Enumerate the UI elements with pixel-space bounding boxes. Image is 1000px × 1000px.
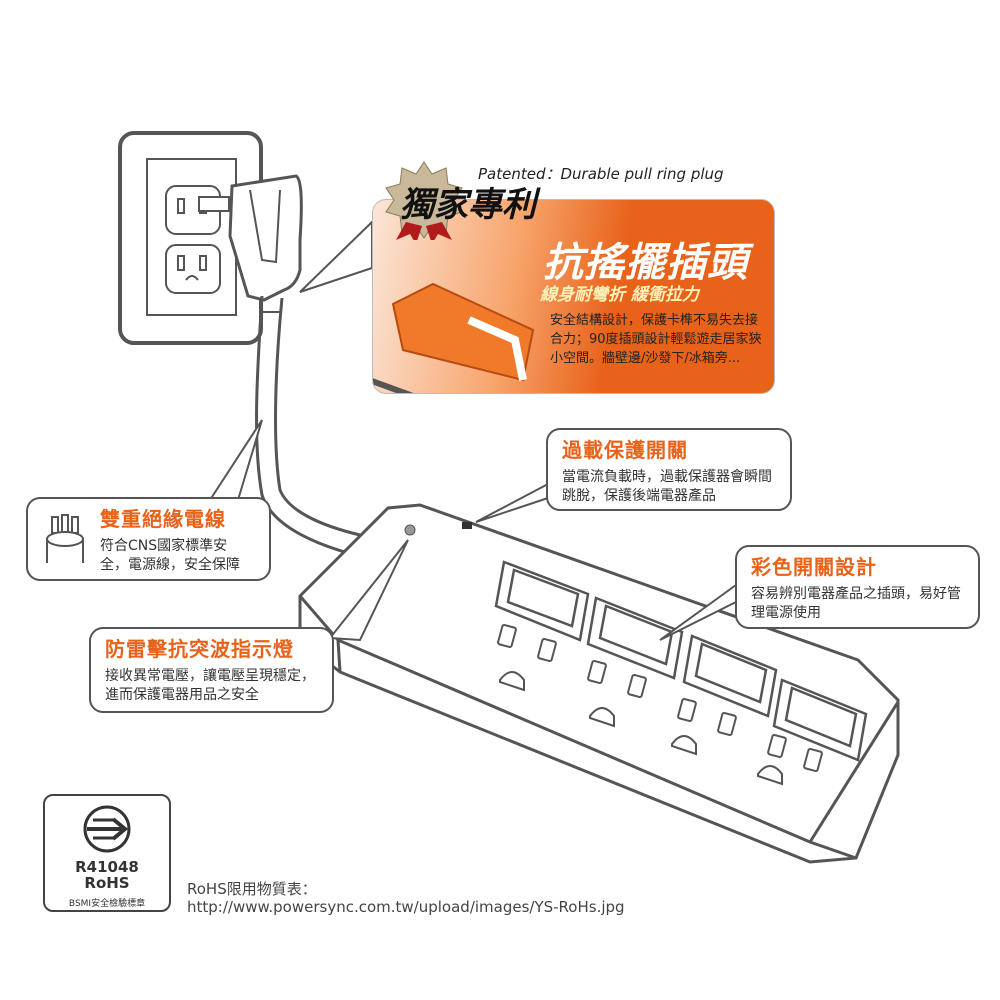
cable-text: 符合CNS國家標準安全，電源線，安全保障 xyxy=(100,538,240,573)
surge-text: 接收異常電壓，讓電壓呈現穩定，進而保護電器用品之安全 xyxy=(105,668,315,703)
bsmi-certification-mark: R41048 RoHS BSMI安全檢驗標章 xyxy=(43,794,171,912)
switch-callout: 彩色開關設計 容易辨別電器產品之插頭，易好管理電源使用 xyxy=(735,545,980,629)
overload-text: 當電流負載時，過載保護器會瞬間跳脫，保護後端電器產品 xyxy=(562,469,772,504)
power-strip-icon xyxy=(298,503,900,864)
overload-title: 過載保護開關 xyxy=(562,438,688,462)
patent-body: 安全結構設計，保護卡榫不易失去接合力；90度插頭設計輕鬆遊走居家狹小空間。牆壁邊… xyxy=(550,313,762,366)
patent-subtitle: 線身耐彎折 緩衝拉力 xyxy=(540,285,699,305)
orange-plug-icon xyxy=(373,282,535,393)
wall-outlet-icon xyxy=(118,131,263,345)
patent-label: Patented：Durable pull ring plug xyxy=(478,165,724,183)
rohs-mark: RoHS xyxy=(84,874,130,892)
rohs-line1: RoHS限用物質表： xyxy=(187,880,317,898)
switch-text: 容易辨別電器產品之插頭，易好管理電源使用 xyxy=(751,586,961,621)
cable-title: 雙重絕緣電線 xyxy=(100,507,226,531)
cable-icon xyxy=(255,295,361,557)
rohs-code: R41048 xyxy=(75,858,139,876)
cable-callout: 雙重絕緣電線 符合CNS國家標準安全，電源線，安全保障 xyxy=(26,497,271,581)
overload-callout: 過載保護開關 當電流負載時，過載保護器會瞬間跳脫，保護後端電器產品 xyxy=(546,428,792,511)
switch-title: 彩色開關設計 xyxy=(751,555,877,579)
rohs-info: RoHS限用物質表： http://www.powersync.com.tw/u… xyxy=(187,880,625,916)
rohs-link[interactable]: http://www.powersync.com.tw/upload/image… xyxy=(187,898,625,916)
certification-icon xyxy=(83,805,131,853)
rohs-caption: BSMI安全檢驗標章 xyxy=(68,899,146,909)
patent-title: 抗搖擺插頭 xyxy=(543,240,748,286)
surge-title: 防雷擊抗突波指示燈 xyxy=(105,637,294,661)
surge-callout: 防雷擊抗突波指示燈 接收異常電壓，讓電壓呈現穩定，進而保護電器用品之安全 xyxy=(89,627,334,713)
patent-badge-text: 獨家專利 xyxy=(400,185,536,225)
plug-icon xyxy=(198,174,303,302)
cable-cross-section-icon xyxy=(46,514,84,563)
patent-medal-icon xyxy=(385,161,463,240)
